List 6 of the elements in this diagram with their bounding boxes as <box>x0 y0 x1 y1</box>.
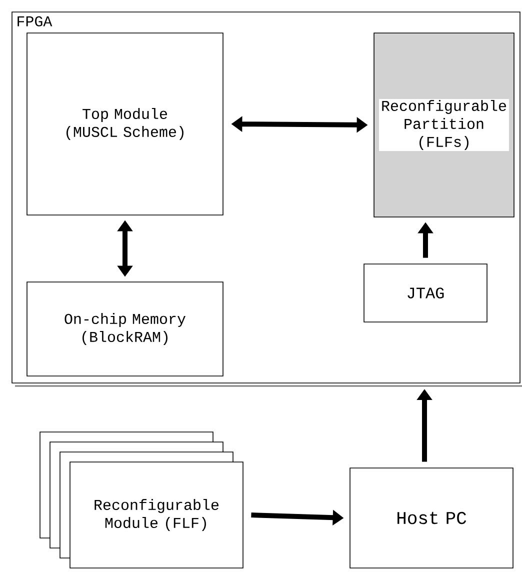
jtag-box: JTAG <box>364 264 488 322</box>
module-card: Reconfigurable Module (FLF) <box>70 462 244 568</box>
module-box: Top Module (MUSCL Scheme) <box>26 32 224 216</box>
module-box: On-chip Memory (BlockRAM) <box>26 282 224 376</box>
module-box: Host PC <box>350 468 514 568</box>
partition-box: Reconfigurable Partition (FLFs) <box>374 32 514 218</box>
